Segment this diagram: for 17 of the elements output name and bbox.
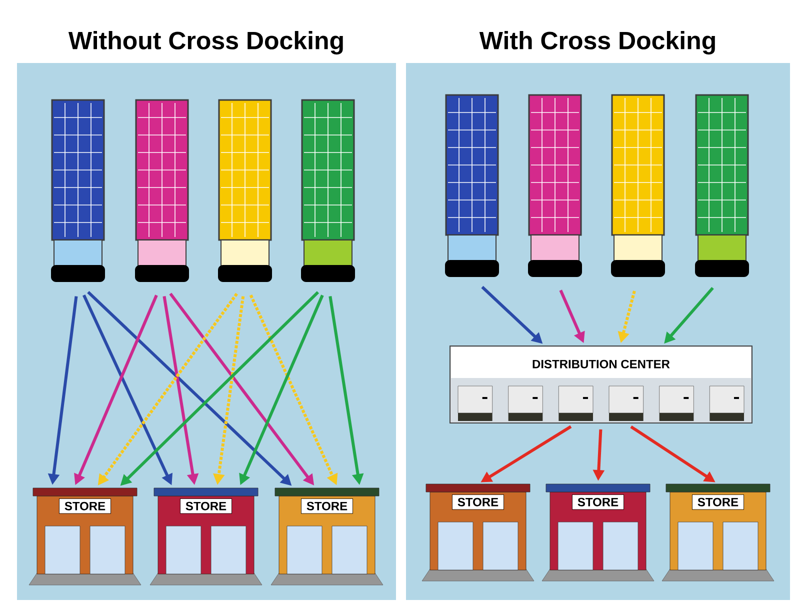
store: STORE bbox=[270, 488, 384, 586]
store: STORE bbox=[422, 484, 534, 582]
truck-drawing bbox=[528, 94, 582, 277]
node-label: Without Cross Docking bbox=[68, 31, 343, 54]
truck-drawing bbox=[611, 94, 665, 277]
truck-drawing bbox=[218, 99, 272, 282]
truck-drawing bbox=[695, 94, 749, 277]
store: STORE bbox=[662, 484, 774, 582]
store: STORE bbox=[28, 488, 142, 586]
truck-drawing bbox=[445, 94, 499, 277]
node-label: With Cross Docking bbox=[479, 31, 715, 54]
truck-drawing bbox=[51, 99, 105, 282]
store: STORE bbox=[542, 484, 654, 582]
truck-drawing bbox=[301, 99, 355, 282]
store: STORE bbox=[150, 488, 262, 586]
truck-drawing bbox=[135, 99, 189, 282]
distribution-center: DISTRIBUTION CENTER bbox=[450, 346, 752, 424]
